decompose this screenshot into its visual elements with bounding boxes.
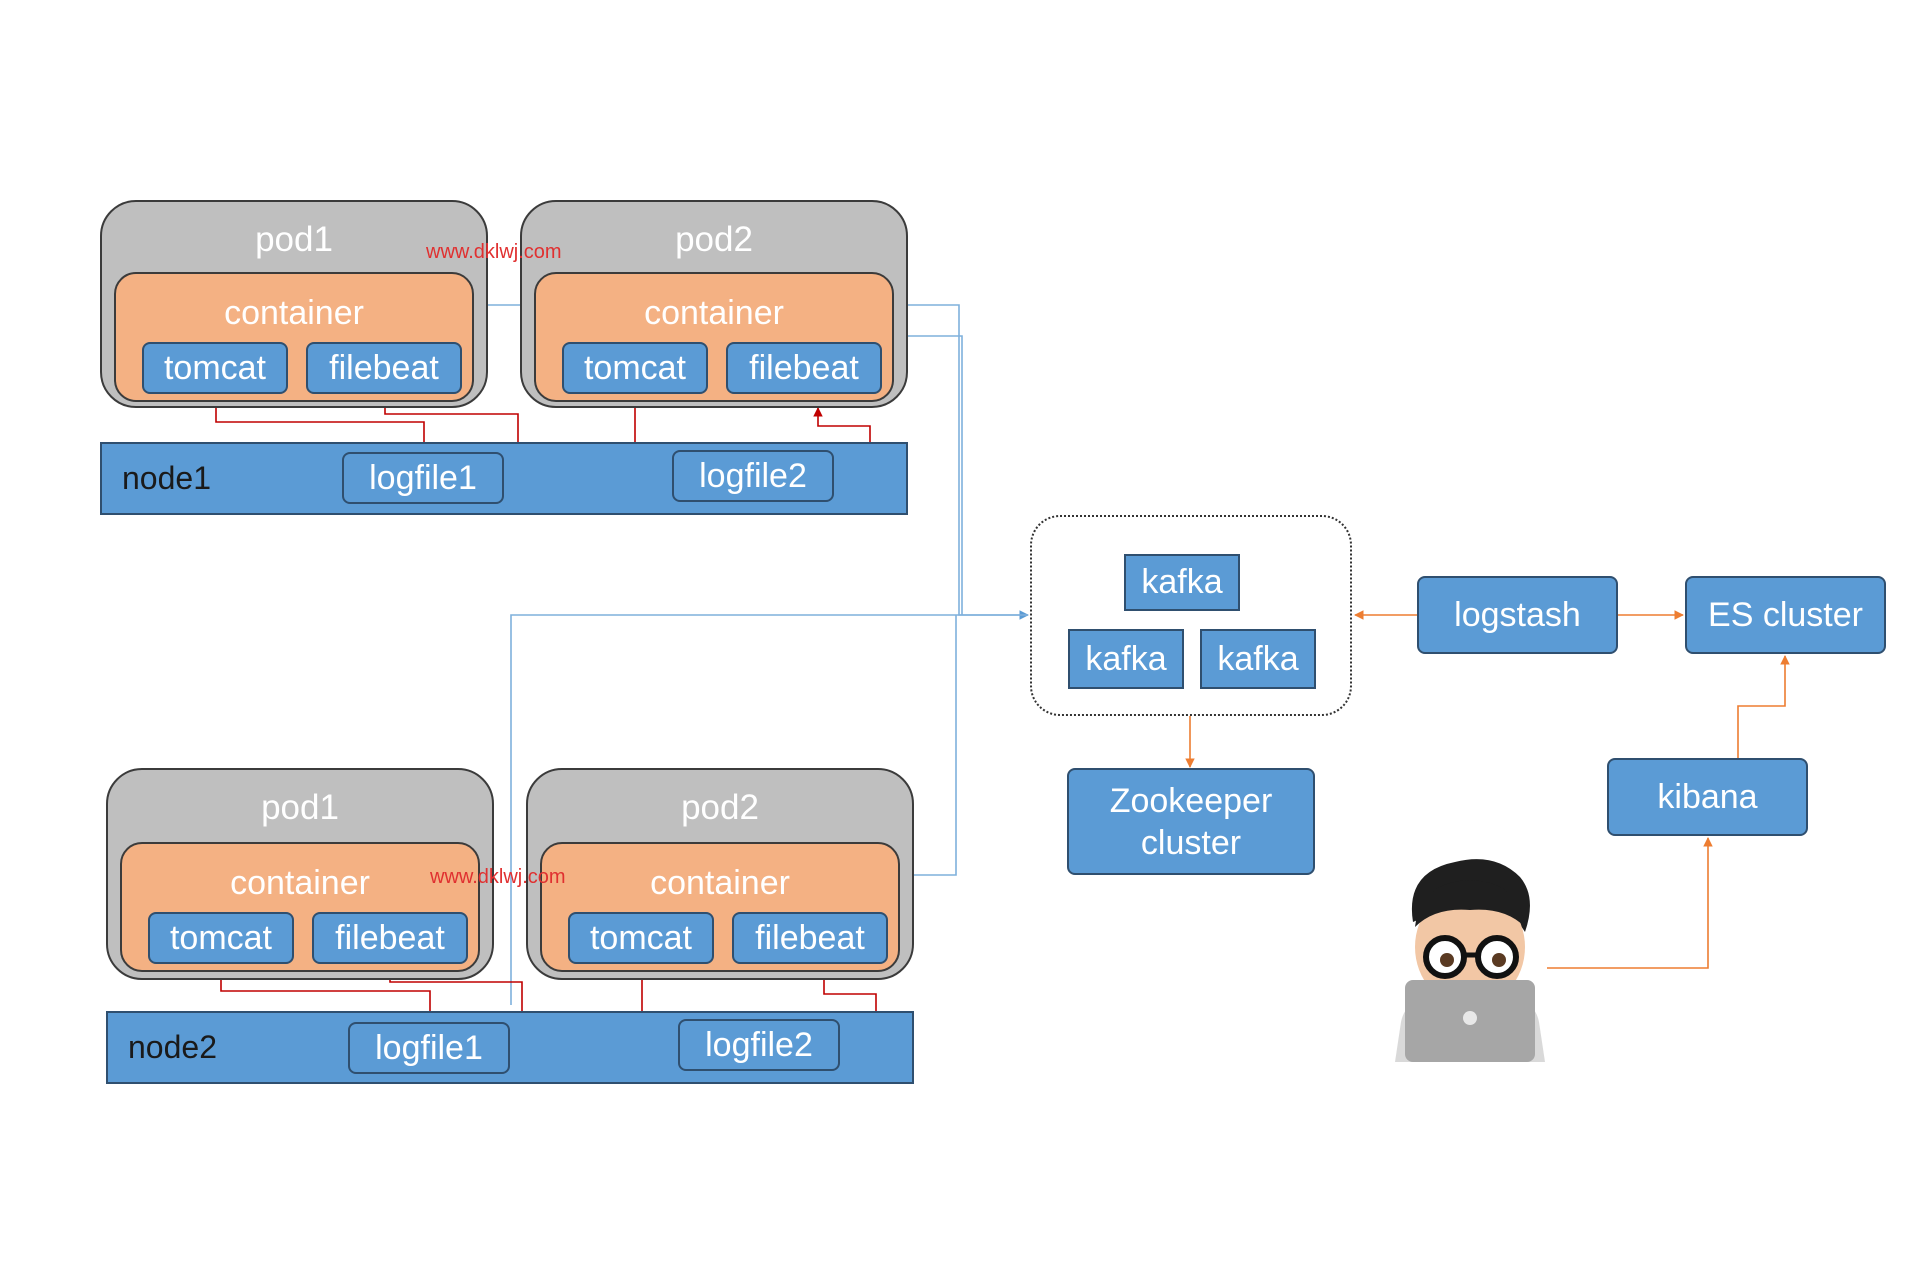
kafka-broker: kafka [1200,629,1316,689]
node2-logfile2: logfile2 [678,1019,840,1071]
node2-pod1-container: container tomcat filebeat [120,842,480,972]
node2-pod2: pod2 container tomcat filebeat [526,768,914,980]
node2-pod2-container: container tomcat filebeat [540,842,900,972]
zookeeper-line1: Zookeeper [1109,781,1273,820]
node2-pod2-filebeat: filebeat [732,912,888,964]
node2-pod1: pod1 container tomcat filebeat [106,768,494,980]
node1-logfile1: logfile1 [342,452,504,504]
node1-logfile2: logfile2 [672,450,834,502]
node2-pod2-container-title: container [650,864,790,902]
node1-pod1-title: pod1 [255,220,333,259]
node2-pod1-title: pod1 [261,788,339,827]
node2-pod2-title: pod2 [681,788,759,827]
kibana-box: kibana [1607,758,1808,836]
node1-pod1-tomcat: tomcat [142,342,288,394]
node2-pod1-tomcat: tomcat [148,912,294,964]
zookeeper-line2: cluster [1140,823,1242,862]
node2-label: node2 [128,1029,217,1065]
node1-label: node1 [122,460,211,496]
kafka-broker: kafka [1068,629,1184,689]
node1-pod1: pod1 container tomcat filebeat [100,200,488,408]
es-cluster-box: ES cluster [1685,576,1886,654]
node1-pod2-container-title: container [644,294,784,332]
node2-pod1-filebeat: filebeat [312,912,468,964]
node2-pod2-filebeat-to-kafka-connector [910,615,957,876]
zookeeper-cluster: Zookeeper cluster [1067,768,1315,875]
node1-pod1-container-title: container [224,294,364,332]
node1-pod2-title: pod2 [675,220,753,259]
watermark-text: www.dklwj.com [426,241,562,263]
node2-pod2-tomcat: tomcat [568,912,714,964]
node1-pod1-filebeat: filebeat [306,342,462,394]
node1-pod2-container: container tomcat filebeat [534,272,894,402]
logstash-box: logstash [1417,576,1618,654]
kafka-cluster: kafka kafka kafka [1030,515,1352,716]
node1-pod2-tomcat: tomcat [562,342,708,394]
developer-with-laptop-icon [1395,859,1545,1062]
node1-pod1-container: container tomcat filebeat [114,272,474,402]
node2-logfile1: logfile1 [348,1022,510,1074]
node2-pod1-container-title: container [230,864,370,902]
kibana-to-es-cluster-arrow [1737,655,1790,758]
watermark-text: www.dklwj.com [430,866,566,888]
node1-pod2-filebeat: filebeat [726,342,882,394]
node1-pod2: pod2 container tomcat filebeat [520,200,908,408]
user-to-kibana-arrow [1547,837,1713,969]
kafka-broker: kafka [1124,554,1240,611]
